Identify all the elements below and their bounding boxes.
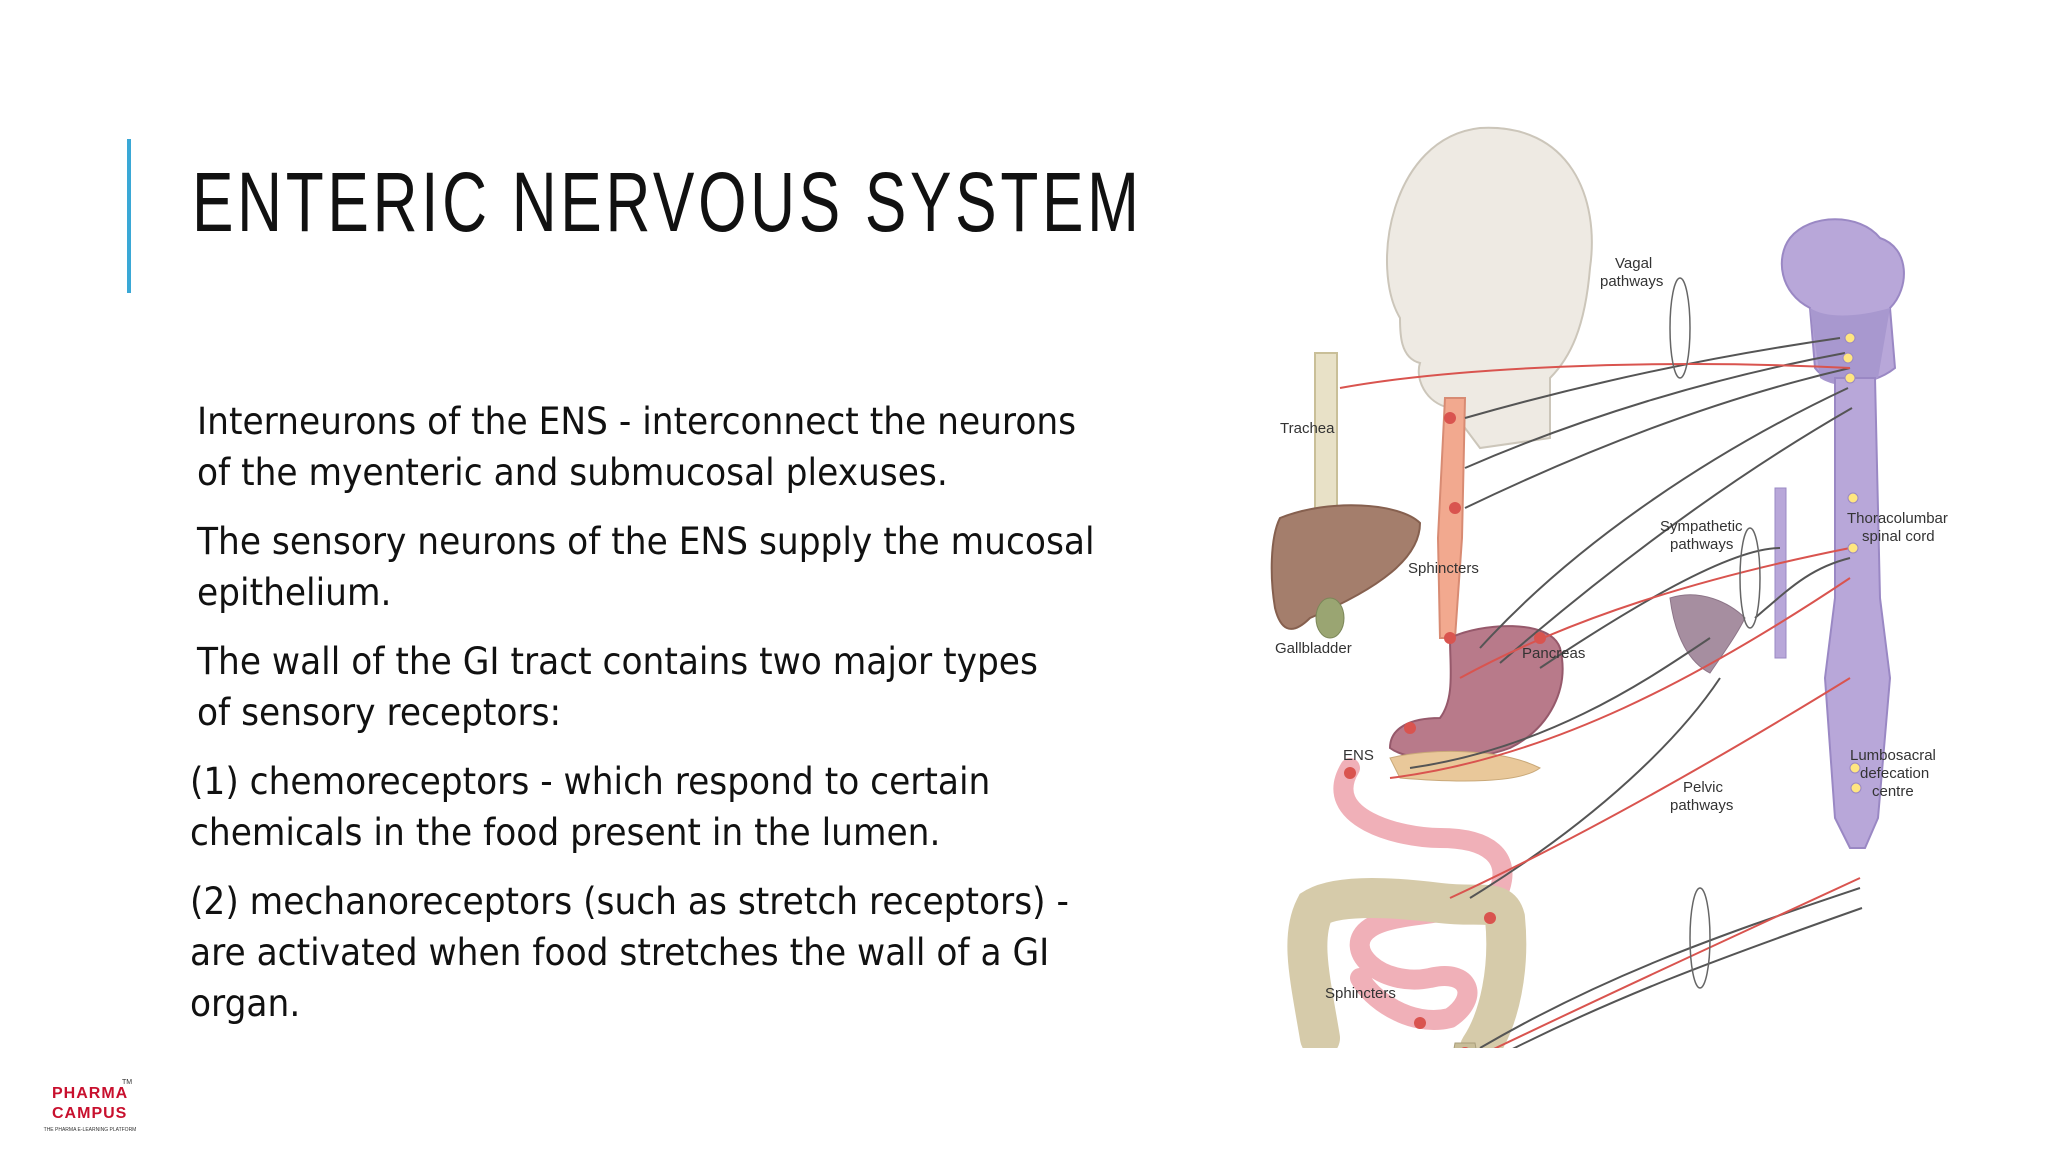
label-sphincters-top: Sphincters	[1408, 560, 1479, 577]
head-silhouette	[1386, 126, 1593, 450]
label-vagal-2: pathways	[1600, 273, 1663, 290]
logo-trademark: TM	[122, 1079, 133, 1086]
paragraph-receptor-types: The wall of the GI tract contains two ma…	[197, 640, 1038, 734]
label-thoracolumbar-2: spinal cord	[1862, 528, 1935, 545]
pharma-campus-logo: PHARMA TM CAMPUS THE PHARMA E-LEARNING P…	[30, 1079, 150, 1145]
paragraph-sensory-neurons: The sensory neurons of the ENS supply th…	[197, 520, 1095, 614]
slide-body: Interneurons of the ENS - interconnect t…	[190, 400, 1095, 1025]
esophagus	[1436, 397, 1467, 639]
slide-title: ENTERIC NERVOUS SYSTEM	[192, 155, 1143, 249]
sympathetic-chain	[1774, 487, 1787, 659]
label-ens: ENS	[1343, 747, 1374, 764]
label-lumbosacral-3: centre	[1872, 783, 1914, 800]
title-accent-bar	[127, 139, 131, 293]
spinal-cord	[1823, 377, 1892, 849]
label-sympathetic-2: pathways	[1670, 536, 1733, 553]
label-pancreas: Pancreas	[1522, 645, 1585, 662]
pancreas-organ	[1389, 750, 1541, 782]
gallbladder-organ	[1315, 597, 1345, 639]
logo-line-2: CAMPUS	[52, 1105, 128, 1122]
ganglion-nodes	[1842, 332, 1862, 794]
small-intestine	[1333, 758, 1513, 1030]
ens-anatomy-figure: Vagal pathways Trachea Sphincters Gallbl…	[1250, 118, 1990, 1048]
label-lumbosacral-1: Lumbosacral	[1850, 747, 1936, 764]
label-lumbosacral-2: defecation	[1860, 765, 1929, 782]
sympathetic-oval	[1739, 527, 1761, 629]
large-intestine	[1287, 878, 1527, 1048]
liver	[1270, 504, 1422, 630]
label-pelvic-1: Pelvic	[1683, 779, 1724, 796]
paragraph-chemoreceptors: (1) chemoreceptors - which respond to ce…	[190, 760, 991, 854]
logo-line-1: PHARMA	[52, 1085, 129, 1102]
label-sphincters-bottom: Sphincters	[1325, 985, 1396, 1002]
ens-diagram: Vagal pathways Trachea Sphincters Gallbl…	[1270, 126, 1948, 1048]
sensory-pathways	[1339, 363, 1861, 1048]
brainstem	[1780, 218, 1905, 386]
label-thoracolumbar-1: Thoracolumbar	[1847, 510, 1948, 527]
sympathetic-ganglion	[1669, 594, 1746, 674]
label-vagal-1: Vagal	[1615, 255, 1652, 272]
label-gallbladder: Gallbladder	[1275, 640, 1352, 657]
vagal-oval	[1669, 277, 1691, 379]
rectum	[1453, 1042, 1477, 1048]
paragraph-mechanoreceptors: (2) mechanoreceptors (such as stretch re…	[190, 880, 1069, 1025]
logo-tagline: THE PHARMA E-LEARNING PLATFORM	[43, 1127, 137, 1133]
paragraph-interneurons: Interneurons of the ENS - interconnect t…	[197, 400, 1077, 494]
pelvic-oval	[1689, 887, 1711, 989]
label-pelvic-2: pathways	[1670, 797, 1733, 814]
nerve-terminals	[1344, 412, 1546, 1048]
label-sympathetic-1: Sympathetic	[1660, 518, 1743, 535]
label-trachea: Trachea	[1280, 420, 1335, 437]
